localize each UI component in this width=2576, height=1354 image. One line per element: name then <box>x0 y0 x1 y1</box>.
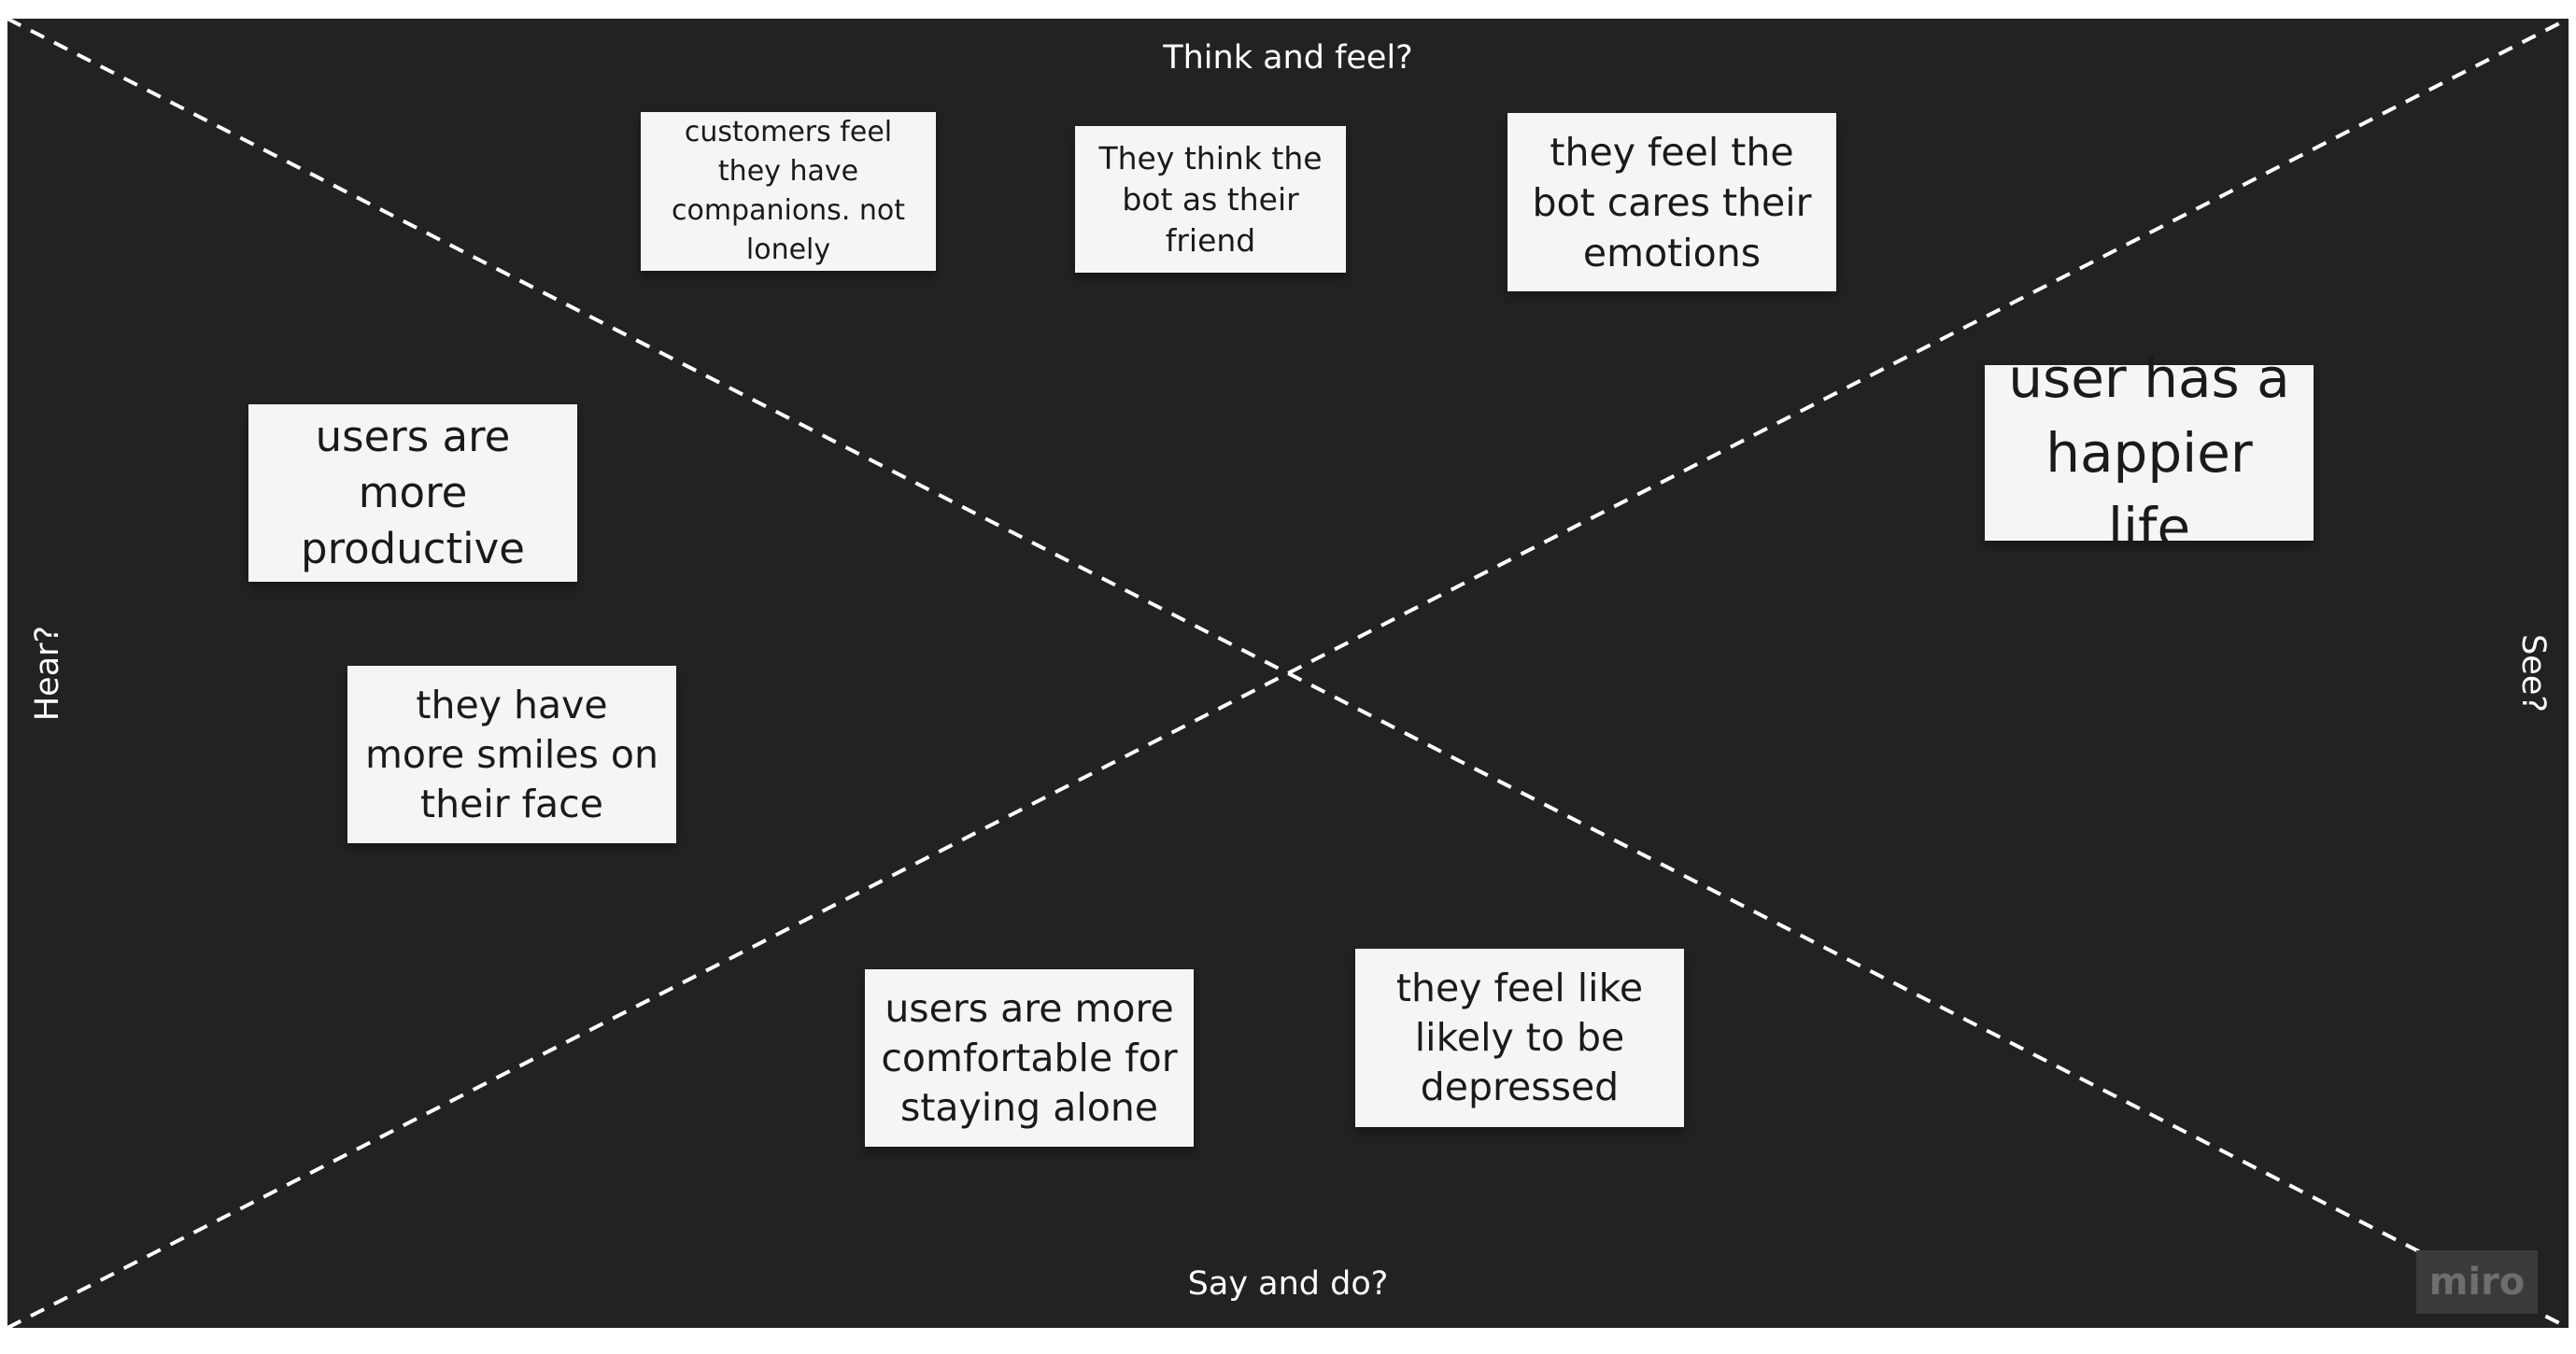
miro-watermark: miro <box>2416 1250 2538 1314</box>
sticky-note-text: They think the bot as their friend <box>1098 139 1323 259</box>
sticky-note-text: customers feel they have companions. not… <box>671 116 906 266</box>
sticky-note-text: they feel the bot cares their emotions <box>1532 129 1812 275</box>
sticky-note[interactable]: users are more comfortable for staying a… <box>865 969 1194 1147</box>
see-label: See? <box>2514 634 2552 712</box>
diagonal-line-tl-br <box>7 19 2569 1328</box>
sticky-note-text: they have more smiles on their face <box>364 682 658 826</box>
empathy-map-board: Think and feel? Say and do? Hear? See? c… <box>7 19 2569 1328</box>
sticky-note-text: users are more productive <box>301 412 525 573</box>
sticky-note[interactable]: they feel like likely to be depressed <box>1355 949 1684 1127</box>
sticky-note[interactable]: they feel the bot cares their emotions <box>1507 113 1836 291</box>
sticky-note-text: user has a happier life <box>2008 346 2290 559</box>
sticky-note-text: users are more comfortable for staying a… <box>881 985 1178 1130</box>
say-and-do-label: Say and do? <box>1187 1265 1389 1303</box>
sticky-note[interactable]: user has a happier life <box>1985 346 2314 559</box>
sticky-note-text: they feel like likely to be depressed <box>1395 966 1644 1109</box>
sticky-note[interactable]: users are more productive <box>248 404 577 582</box>
diagonal-line-bl-tr <box>7 19 2569 1328</box>
sticky-note[interactable]: customers feel they have companions. not… <box>641 112 936 271</box>
hear-label: Hear? <box>29 625 66 722</box>
think-and-feel-label: Think and feel? <box>1163 39 1413 77</box>
diagonal-lines <box>7 19 2569 1328</box>
sticky-note[interactable]: they have more smiles on their face <box>347 666 676 843</box>
sticky-note[interactable]: They think the bot as their friend <box>1075 126 1346 273</box>
